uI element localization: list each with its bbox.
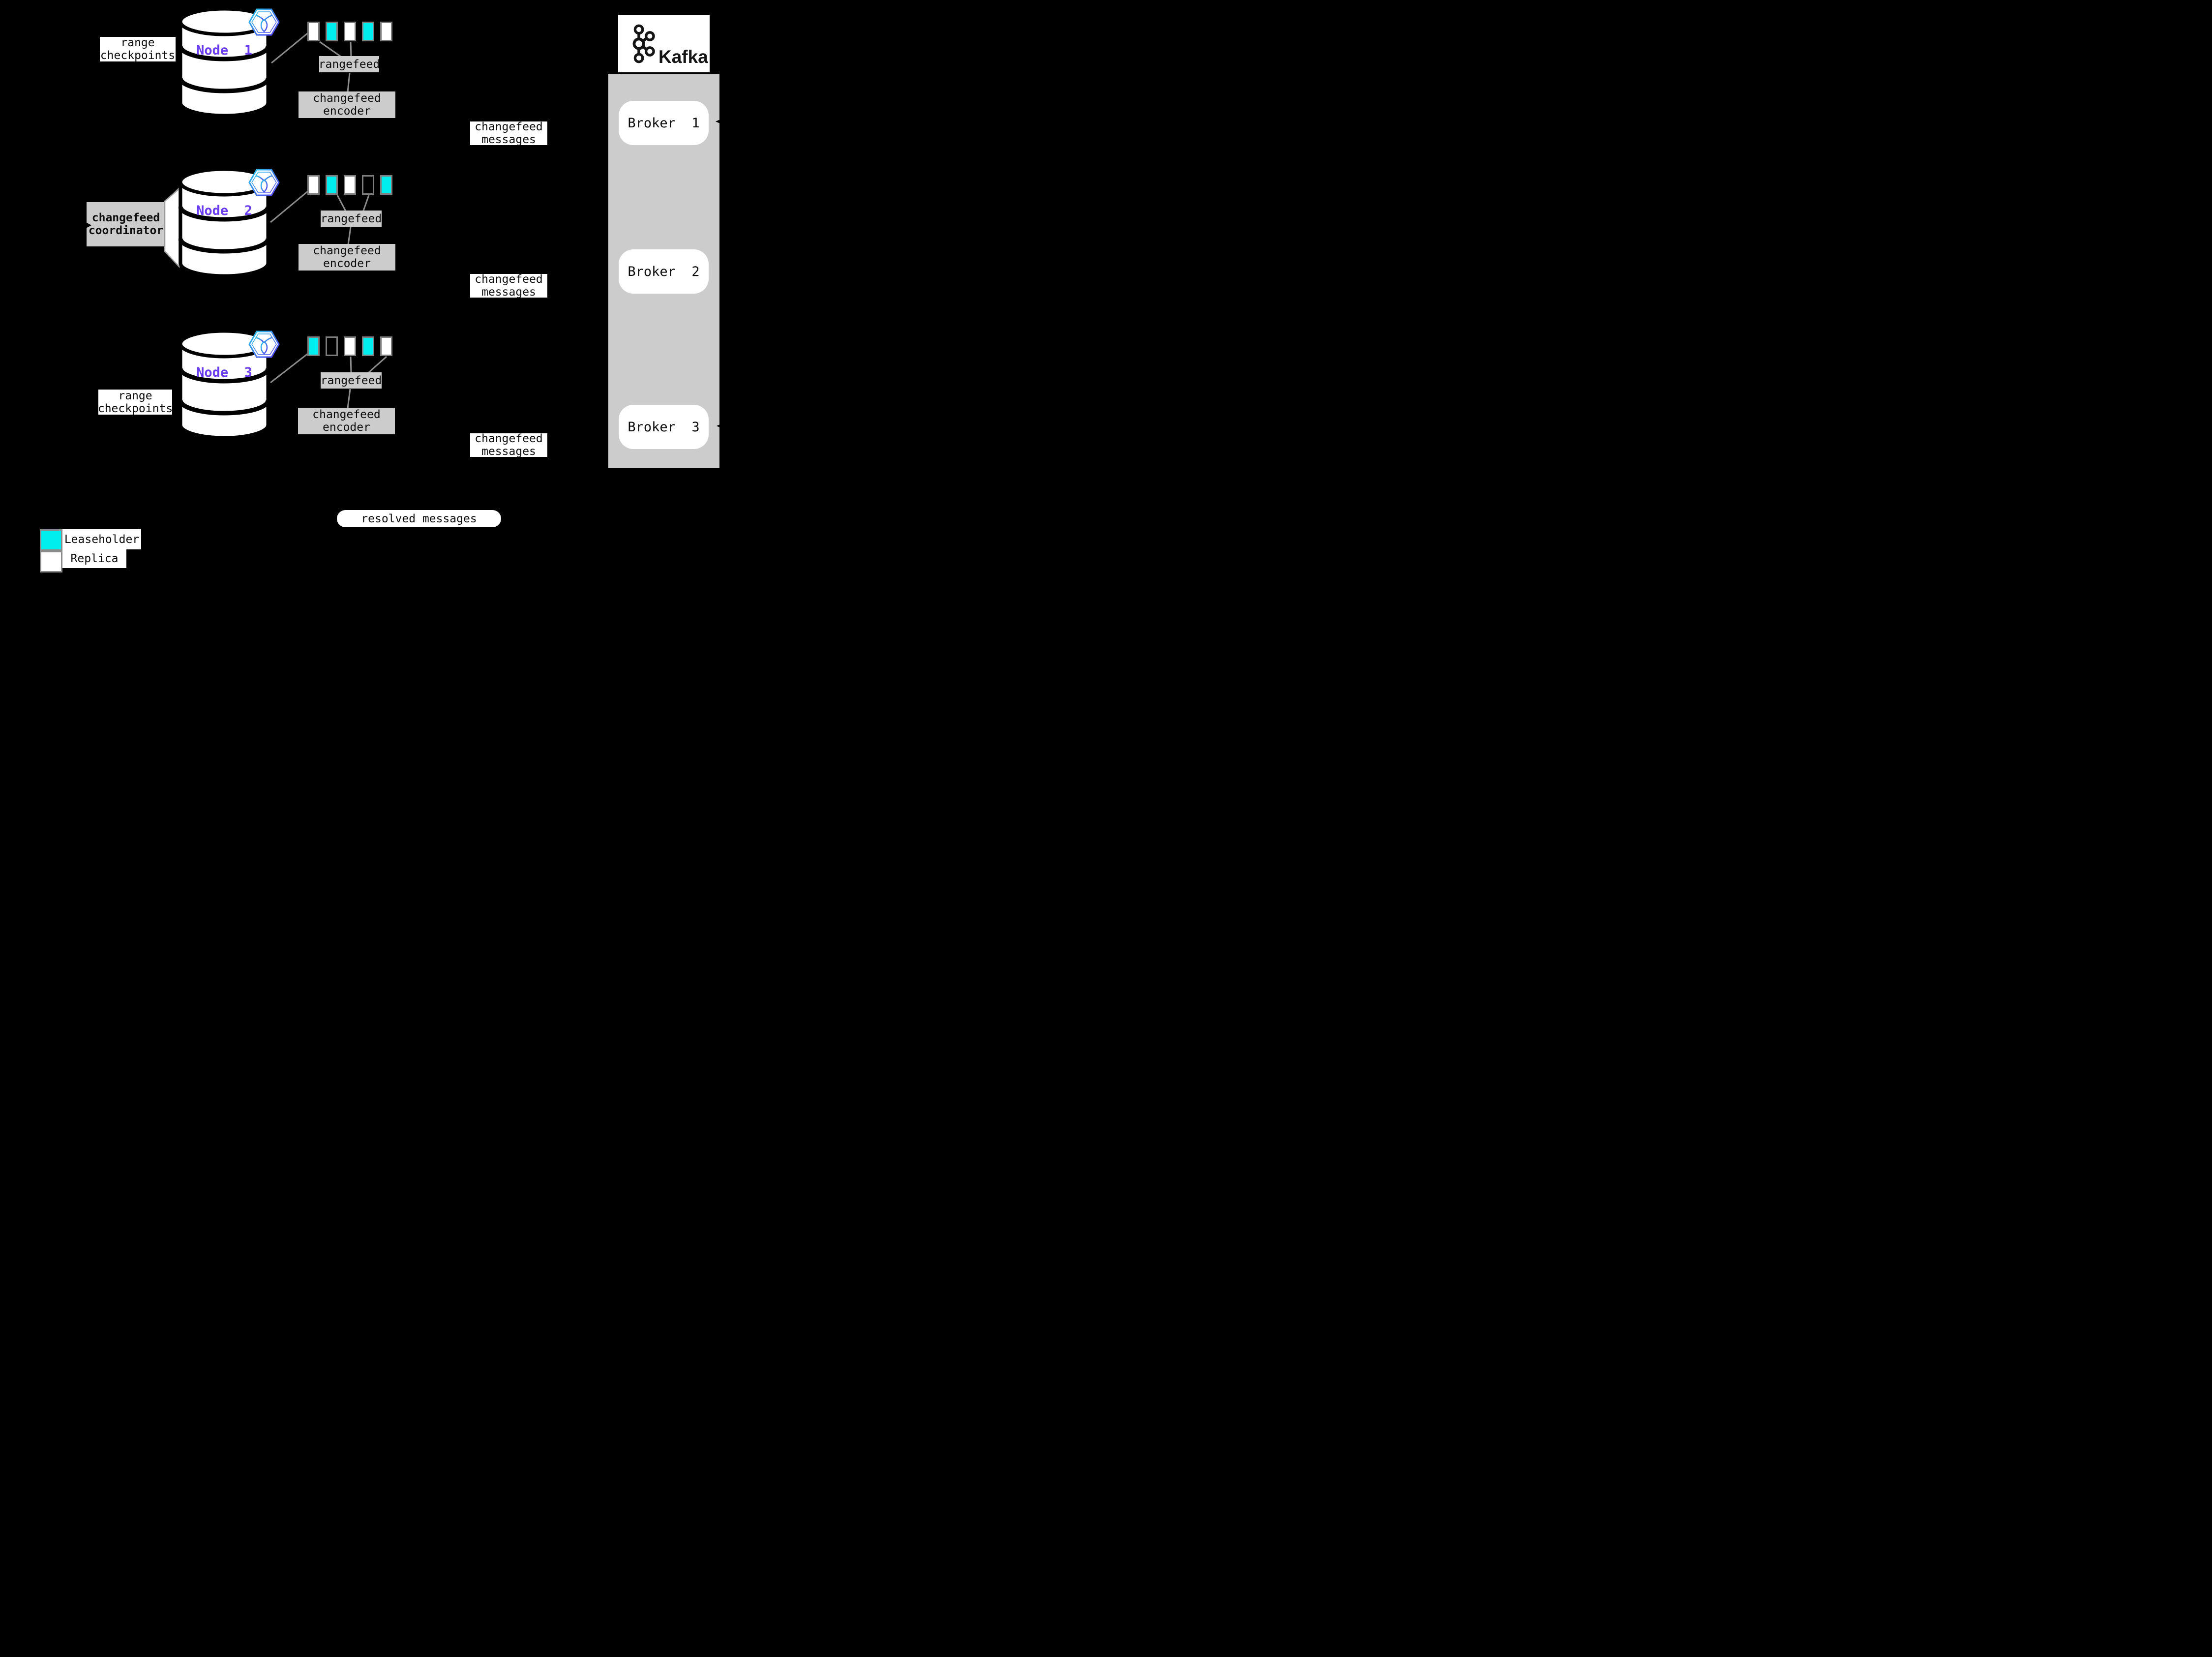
range-rect	[326, 175, 338, 195]
connector-lines	[85, 32, 387, 409]
messages-line2: messages	[481, 445, 536, 458]
range-checkpoints-label-node1: range checkpoints	[100, 36, 176, 62]
rangefeed-label: rangefeed	[320, 212, 382, 225]
range-rect	[380, 336, 392, 356]
encoder-line1: changefeed	[313, 92, 381, 105]
checkpoints-line1: range	[118, 389, 152, 402]
checkpoints-line2: checkpoints	[97, 402, 173, 415]
legend-leaseholder-swatch	[40, 529, 62, 551]
arrowhead-broker1-icon	[716, 118, 723, 125]
messages-line1: changefeed	[475, 432, 543, 445]
arrowhead-broker3-icon	[717, 422, 724, 429]
cockroachdb-icon	[248, 331, 280, 358]
range-rect	[326, 22, 338, 41]
message-arrowheads	[716, 118, 724, 429]
range-rect	[362, 22, 374, 41]
connector-line	[347, 227, 352, 245]
encoder-line2: encoder	[323, 105, 371, 118]
range-rect	[307, 22, 320, 41]
cockroachdb-icon	[248, 8, 280, 36]
cockroachdb-icon	[248, 169, 280, 196]
coordinator-flag-panel	[164, 187, 180, 269]
connector-line	[368, 356, 387, 374]
coordinator-arrowhead-icon	[85, 222, 91, 229]
range-rect	[344, 22, 356, 41]
range-rect	[307, 175, 320, 195]
range-rect	[307, 336, 320, 356]
messages-line1: changefeed	[475, 121, 543, 133]
changefeed-coordinator-label: changefeed coordinator	[87, 202, 165, 246]
rangefeed-label: rangefeed	[320, 374, 382, 387]
rangefeed-box-node3: rangefeed	[321, 372, 382, 389]
coordinator-line1: changefeed	[91, 211, 160, 224]
changefeed-messages-label-3: changefeed messages	[470, 432, 547, 458]
range-rect	[344, 175, 356, 195]
encoder-line2: encoder	[323, 421, 370, 434]
rangefeed-label: rangefeed	[318, 58, 380, 71]
node1-label: Node 1	[196, 43, 252, 58]
encoder-line2: encoder	[323, 257, 371, 270]
connector-line	[347, 72, 351, 92]
range-checkpoints-label-node3: range checkpoints	[97, 389, 173, 415]
node2-label: Node 2	[196, 203, 252, 218]
connector-line	[362, 195, 370, 212]
replica-text: Replica	[70, 552, 119, 565]
broker-1: Broker 1	[619, 101, 709, 145]
database-cylinder-node3	[179, 331, 270, 440]
changefeed-messages-label-2: changefeed messages	[470, 273, 547, 299]
encoder-line1: changefeed	[312, 408, 381, 421]
messages-line2: messages	[481, 133, 536, 146]
connector-line	[271, 32, 308, 64]
kafka-logo-box: Kafka	[618, 15, 710, 72]
connector-line	[270, 190, 309, 223]
resolved-messages-pill: resolved messages	[337, 510, 501, 527]
rangefeed-box-node2: rangefeed	[321, 211, 382, 227]
resolved-messages-label: resolved messages	[361, 512, 477, 525]
legend-leaseholder-label: Leaseholder	[62, 529, 141, 549]
broker-2: Broker 2	[619, 249, 709, 294]
node3-label: Node 3	[196, 365, 252, 380]
range-rect	[380, 175, 392, 195]
checkpoints-line1: range	[120, 36, 155, 49]
legend-replica-swatch	[40, 551, 62, 572]
database-cylinder-node2	[179, 169, 270, 278]
encoder-line1: changefeed	[313, 244, 381, 257]
changefeed-encoder-box-node1: changefeed encoder	[299, 91, 395, 118]
changefeed-encoder-box-node3: changefeed encoder	[298, 408, 395, 434]
kafka-wordmark: Kafka	[658, 47, 708, 67]
range-rect	[344, 336, 356, 356]
range-rect	[362, 175, 374, 195]
coordinator-line2: coordinator	[88, 224, 164, 237]
database-cylinder-node1	[179, 8, 270, 118]
kafka-broker-column: Broker 1 Broker 2 Broker 3	[608, 74, 719, 468]
checkpoints-line2: checkpoints	[100, 49, 176, 62]
range-rect	[380, 22, 392, 41]
kafka-icon	[632, 24, 655, 63]
rangefeed-box-node1: rangefeed	[318, 56, 380, 72]
broker-3: Broker 3	[619, 405, 709, 449]
messages-line2: messages	[481, 286, 536, 299]
connector-line	[347, 389, 351, 409]
legend-replica-label: Replica	[62, 549, 126, 568]
range-rect	[362, 336, 374, 356]
changefeed-messages-label-1: changefeed messages	[470, 121, 547, 146]
range-rect	[326, 336, 338, 356]
messages-line1: changefeed	[475, 273, 543, 286]
connector-line	[336, 195, 347, 212]
connector-line	[270, 353, 308, 384]
diagram-canvas: changefeed coordinator range chec	[0, 0, 771, 577]
changefeed-encoder-box-node2: changefeed encoder	[299, 244, 395, 271]
leaseholder-text: Leaseholder	[64, 533, 140, 546]
connector-line	[319, 41, 343, 59]
